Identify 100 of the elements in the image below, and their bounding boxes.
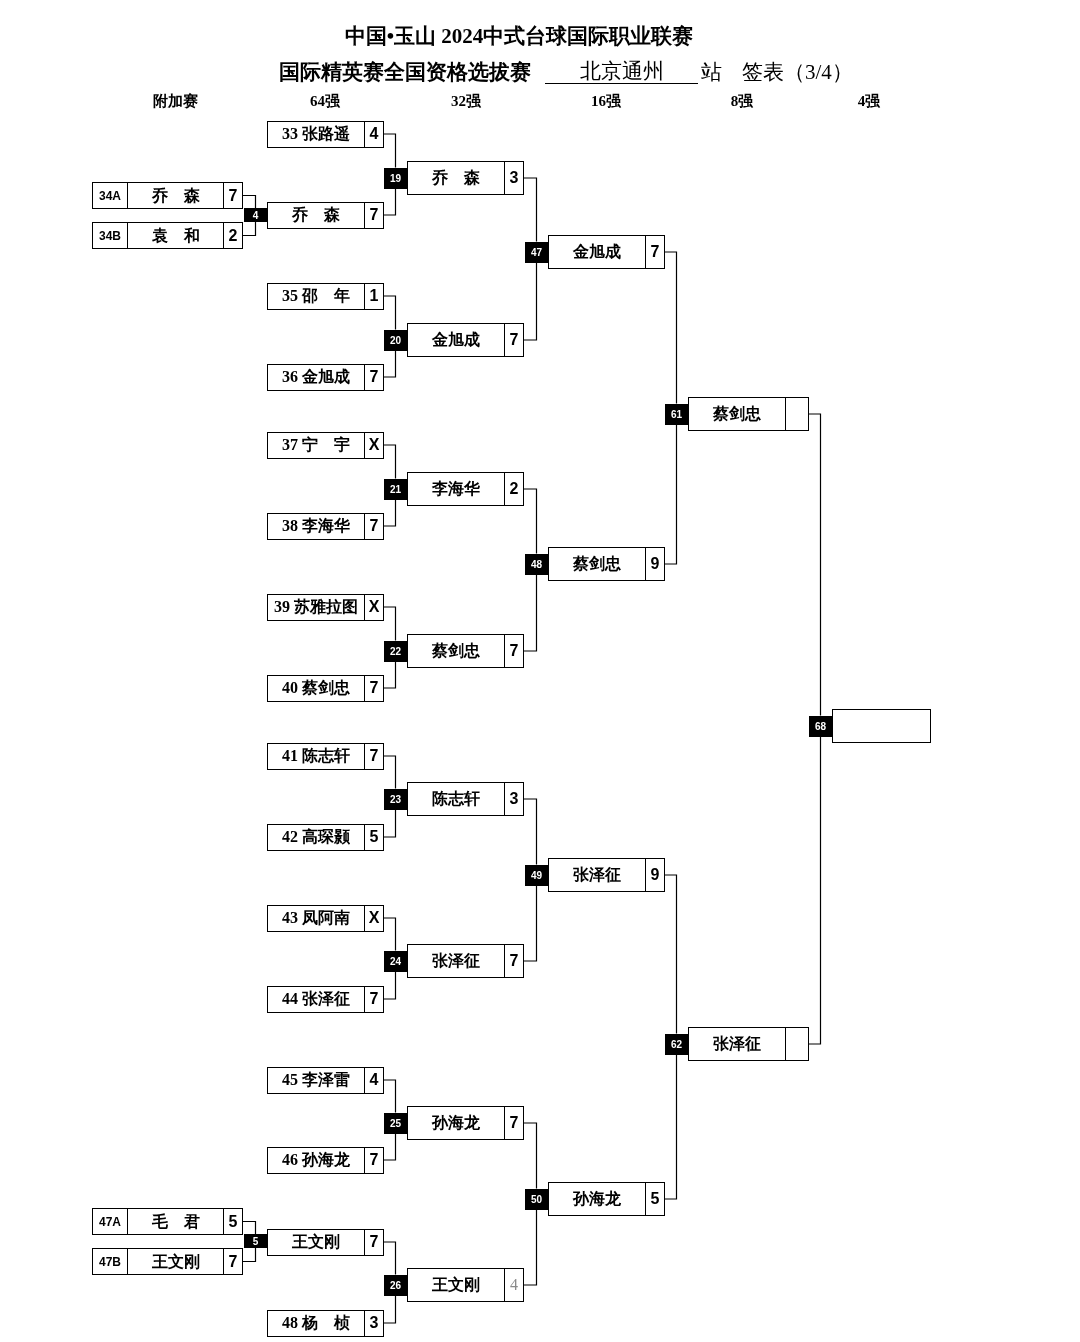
match-number: 22 — [384, 640, 407, 662]
bracket-slot — [92, 222, 243, 249]
score-cell: 5 — [364, 824, 383, 850]
score-cell: 7 — [504, 324, 523, 356]
bracket-slot — [407, 1106, 524, 1140]
player-name: 乔 森 — [151, 187, 200, 204]
bracket-line — [383, 133, 397, 169]
bracket-slot — [267, 282, 384, 310]
match-number: 47 — [525, 241, 548, 263]
bracket-line — [383, 660, 397, 689]
player-name: 39 苏雅拉图 — [274, 599, 358, 615]
score-cell: 3 — [364, 1310, 383, 1336]
score-cell: 7 — [223, 1249, 242, 1274]
bracket-slot — [407, 161, 524, 195]
score-cell: 7 — [364, 675, 383, 701]
score-cell: 1 — [364, 283, 383, 309]
player-name: 张泽征 — [573, 867, 621, 883]
bracket-line — [242, 194, 257, 209]
bracket-slot — [267, 1066, 384, 1094]
bracket-slot — [407, 782, 524, 816]
bracket-slot — [92, 182, 243, 209]
player-name: 36 金旭成 — [282, 369, 350, 385]
bracket-slot — [407, 634, 524, 668]
bracket-line — [523, 261, 538, 341]
bracket-slot — [548, 1182, 665, 1216]
score-cell: 3 — [504, 783, 523, 815]
player-name: 40 蔡剑忠 — [282, 680, 350, 696]
player-name: 王文刚 — [432, 1277, 480, 1293]
score-cell: 7 — [504, 945, 523, 977]
player-name: 37 宁 宇 — [282, 437, 350, 453]
match-number: 50 — [525, 1188, 548, 1210]
bracket-line — [383, 498, 397, 527]
bracket-line — [383, 970, 397, 1000]
bracket-slot — [407, 472, 524, 506]
bracket-line — [383, 1294, 397, 1324]
bracket-line — [383, 1079, 397, 1114]
bracket-line — [383, 349, 397, 378]
bracket-slot — [688, 397, 809, 431]
score-cell: 7 — [504, 635, 523, 667]
bracket-slot — [267, 823, 384, 851]
match-number: 23 — [384, 788, 407, 810]
player-name: 陈志轩 — [432, 791, 480, 807]
bracket-slot — [267, 985, 384, 1013]
bracket-slot — [267, 120, 384, 148]
bracket-slot — [267, 1146, 384, 1174]
player-name: 张泽征 — [713, 1036, 761, 1052]
player-name: 蔡剑忠 — [573, 556, 621, 572]
bracket-line — [664, 874, 678, 1035]
player-name: 王文刚 — [292, 1234, 340, 1250]
match-number: 4 — [244, 208, 267, 222]
subtitle: 站 — [701, 62, 722, 83]
bracket-slot — [407, 1268, 524, 1302]
score-cell: 2 — [223, 223, 242, 248]
bracket-slot — [267, 431, 384, 459]
player-name: 35 邵 年 — [282, 288, 350, 304]
score-cell: 4 — [504, 1269, 523, 1301]
bracket-slot — [548, 858, 665, 892]
seed-cell: 47A — [93, 1209, 128, 1234]
bracket-line — [808, 413, 822, 717]
match-number: 21 — [384, 478, 407, 500]
bracket-line — [383, 917, 397, 952]
player-name: 袁 和 — [151, 227, 200, 244]
score-cell: 7 — [364, 986, 383, 1012]
round-header: 附加赛 — [152, 94, 198, 109]
score-cell: 7 — [504, 1107, 523, 1139]
score-cell: 3 — [504, 162, 523, 194]
bracket-slot — [92, 1208, 243, 1235]
score-cell: 9 — [645, 859, 664, 891]
bracket-slot — [407, 944, 524, 978]
score-cell: 7 — [364, 743, 383, 769]
player-name: 45 李泽雷 — [282, 1072, 350, 1088]
bracket-line — [383, 295, 397, 331]
bracket-line — [523, 1208, 538, 1286]
bracket-line — [383, 606, 397, 642]
score-cell: 5 — [223, 1209, 242, 1234]
round-header: 16强 — [591, 94, 621, 109]
bracket-slot — [267, 363, 384, 391]
match-number: 68 — [809, 715, 832, 737]
score-cell: X — [364, 432, 383, 458]
seed-cell: 34B — [93, 223, 128, 248]
bracket-line — [808, 735, 822, 1045]
score-cell: 9 — [645, 548, 664, 580]
bracket-line — [523, 798, 538, 866]
bracket-line — [523, 573, 538, 652]
match-number: 5 — [244, 1234, 267, 1248]
bracket-slot — [267, 512, 384, 540]
bracket-line — [383, 444, 397, 480]
bracket-line — [383, 755, 397, 790]
seed-cell: 47B — [93, 1249, 128, 1274]
bracket-slot — [267, 201, 384, 229]
score-cell: 4 — [364, 1067, 383, 1093]
score-cell: 7 — [364, 202, 383, 228]
subtitle: 签表（3/4） — [742, 62, 853, 83]
match-number: 48 — [525, 553, 548, 575]
score-cell: 4 — [364, 121, 383, 147]
player-name: 蔡剑忠 — [432, 643, 480, 659]
bracket-slot — [548, 235, 665, 269]
bracket-slot — [267, 1228, 384, 1256]
match-number: 61 — [665, 403, 688, 425]
title: 中国•玉山 2024中式台球国际职业联赛 — [344, 26, 694, 47]
